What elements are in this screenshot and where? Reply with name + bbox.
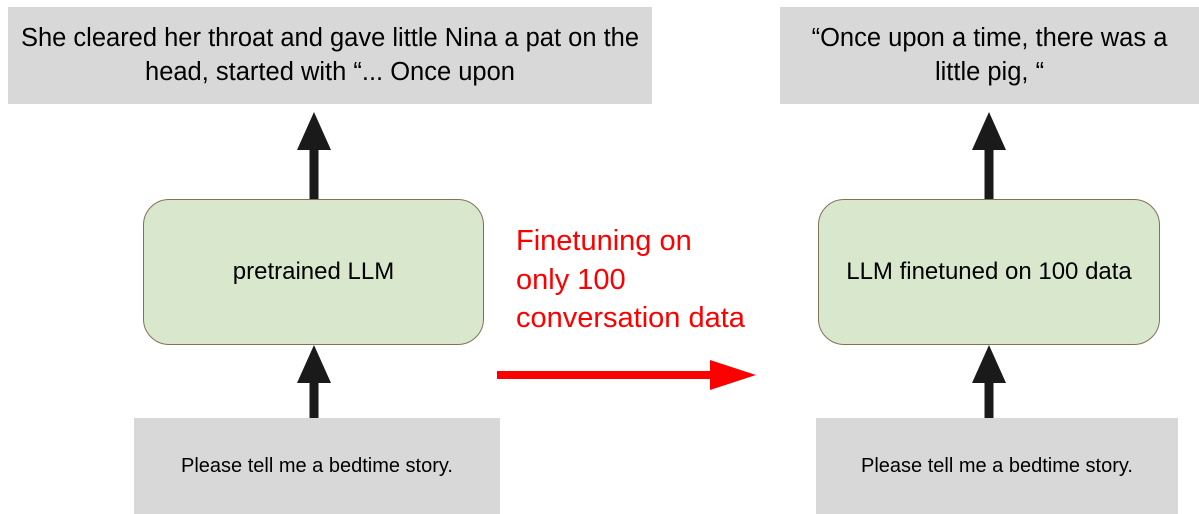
arrow-shaft (497, 371, 712, 379)
model-label-finetuned: LLM finetuned on 100 data (846, 257, 1132, 285)
arrowhead (710, 360, 756, 390)
up-arrow-icon-prompt-to-model-left (296, 345, 332, 420)
prompt-text-left: Please tell me a bedtime story. (181, 455, 453, 477)
arrow-shaft (984, 148, 994, 201)
arrowhead (297, 112, 331, 150)
prompt-text-right: Please tell me a bedtime story. (861, 455, 1133, 477)
right-arrow-icon-finetuning (497, 360, 756, 390)
finetuning-caption: Finetuning on only 100 conversation data (516, 225, 745, 335)
output-text-pretrained: She cleared her throat and gave little N… (20, 24, 640, 86)
prompt-box-left: Please tell me a bedtime story. (134, 418, 500, 514)
model-box-pretrained: pretrained LLM (143, 199, 484, 345)
output-text-finetuned: “Once upon a time, there was a little pi… (811, 24, 1168, 86)
model-label-pretrained: pretrained LLM (232, 257, 395, 285)
arrowhead (297, 345, 331, 383)
up-arrow-icon-model-to-output-right (971, 112, 1007, 201)
arrowhead (972, 112, 1006, 150)
model-box-finetuned: LLM finetuned on 100 data (818, 199, 1160, 345)
prompt-box-right: Please tell me a bedtime story. (816, 418, 1178, 514)
arrow-shaft (984, 381, 994, 420)
output-box-finetuned: “Once upon a time, there was a little pi… (780, 7, 1199, 104)
arrow-shaft (309, 148, 319, 201)
arrowhead (972, 345, 1006, 383)
up-arrow-icon-model-to-output-left (296, 112, 332, 201)
up-arrow-icon-prompt-to-model-right (971, 345, 1007, 420)
arrow-shaft (309, 381, 319, 420)
output-box-pretrained: She cleared her throat and gave little N… (8, 7, 652, 104)
